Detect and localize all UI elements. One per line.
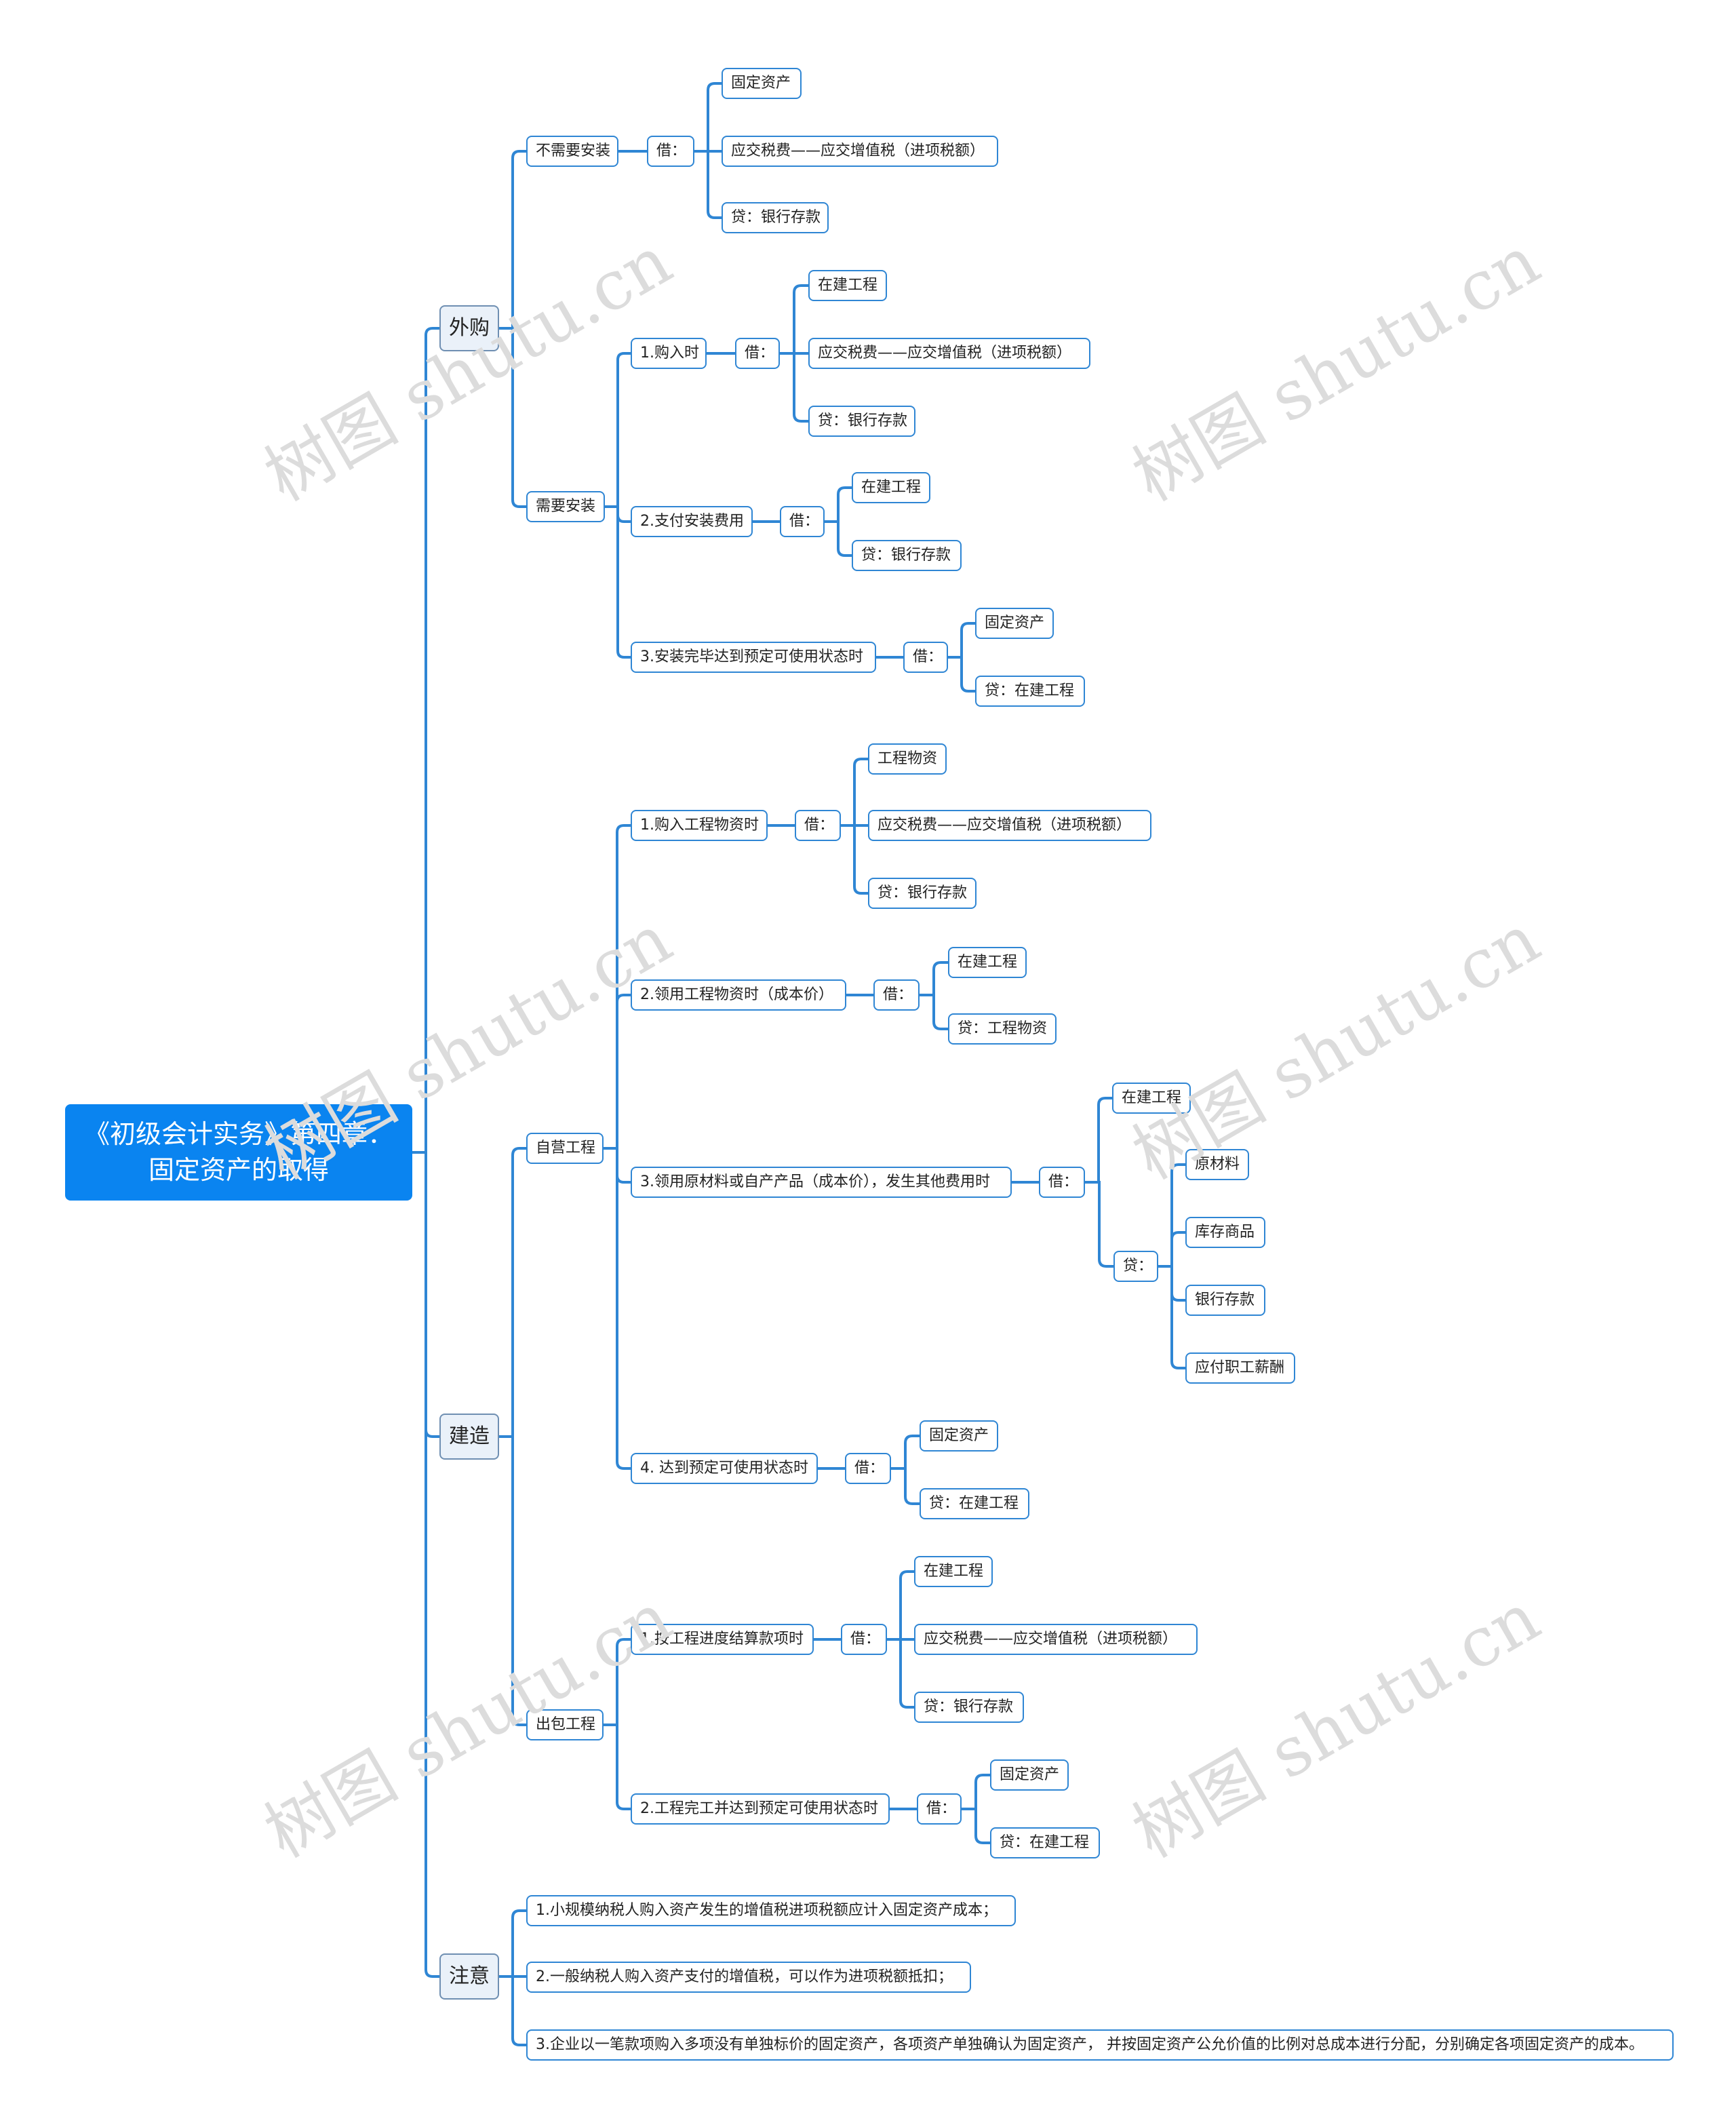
connector-line xyxy=(960,1774,991,1810)
connector-line xyxy=(411,1151,441,1978)
connector-line xyxy=(498,327,528,508)
connector-line xyxy=(602,824,632,1150)
credit-construction-in-progress[interactable]: 贷：在建工程 xyxy=(975,676,1085,707)
topic-no-install[interactable]: 不需要安装 xyxy=(526,136,618,167)
entry-vat-input[interactable]: 应交税费——应交增值税（进项税额） xyxy=(868,810,1151,841)
connector-line xyxy=(602,1638,632,1726)
step-use-materials[interactable]: 2.领用工程物资时（成本价） xyxy=(631,979,846,1011)
credit-bank-deposit[interactable]: 贷：银行存款 xyxy=(722,202,829,233)
entry-vat-input[interactable]: 应交税费——应交增值税（进项税额） xyxy=(914,1624,1198,1655)
entry-vat-input[interactable]: 应交税费——应交增值税（进项税额） xyxy=(722,136,998,167)
debit-label[interactable]: 借： xyxy=(1039,1167,1085,1198)
connector-line xyxy=(602,1147,632,1470)
entry-bank-deposit[interactable]: 银行存款 xyxy=(1185,1285,1265,1316)
connector-line xyxy=(840,824,869,895)
note-item[interactable]: 3.企业以一笔款项购入多项没有单独标价的固定资产，各项资产单独确认为固定资产， … xyxy=(526,2029,1674,2061)
note-item[interactable]: 2.一般纳税人购入资产支付的增值税，可以作为进项税额抵扣； xyxy=(526,1962,971,1993)
debit-label[interactable]: 借： xyxy=(841,1624,887,1655)
connector-line xyxy=(1084,1181,1115,1268)
step-purchase[interactable]: 1.购入时 xyxy=(631,338,707,369)
step-ready-for-use[interactable]: 4. 达到预定可使用状态时 xyxy=(631,1453,818,1484)
connector-line xyxy=(947,622,976,659)
connector-line xyxy=(604,505,632,659)
connector-line xyxy=(1084,1097,1113,1184)
debit-label[interactable]: 借： xyxy=(873,979,920,1011)
entry-fixed-assets[interactable]: 固定资产 xyxy=(990,1759,1069,1791)
credit-bank-deposit[interactable]: 贷：银行存款 xyxy=(868,878,976,909)
entry-fixed-assets[interactable]: 固定资产 xyxy=(722,68,802,99)
connector-line xyxy=(840,758,869,827)
entry-inventory-goods[interactable]: 库存商品 xyxy=(1185,1217,1265,1248)
root-topic[interactable]: 《初级会计实务》第四章：固定资产的取得 xyxy=(65,1104,412,1201)
branch-jianzao[interactable]: 建造 xyxy=(439,1414,499,1460)
connector-line xyxy=(890,1467,921,1505)
connector-line xyxy=(918,994,949,1030)
debit-label[interactable]: 借： xyxy=(780,506,825,537)
entry-vat-input[interactable]: 应交税费——应交增值税（进项税额） xyxy=(808,338,1090,369)
credit-construction-in-progress[interactable]: 贷：在建工程 xyxy=(920,1488,1029,1519)
credit-bank-deposit[interactable]: 贷：银行存款 xyxy=(914,1692,1024,1723)
connector-line xyxy=(947,656,976,693)
step-progress-settlement[interactable]: 1.按工程进度结算款项时 xyxy=(631,1624,814,1655)
credit-construction-in-progress[interactable]: 贷：在建工程 xyxy=(990,1827,1100,1858)
connector-line xyxy=(602,994,632,1150)
connector-line xyxy=(693,150,723,219)
topic-needs-install[interactable]: 需要安装 xyxy=(526,491,605,522)
step-use-raw-materials[interactable]: 3.领用原材料或自产产品（成本价），发生其他费用时 xyxy=(631,1167,1012,1198)
debit-label[interactable]: 借： xyxy=(845,1453,891,1484)
credit-bank-deposit[interactable]: 贷：银行存款 xyxy=(808,406,915,437)
entry-construction-in-progress[interactable]: 在建工程 xyxy=(948,947,1027,978)
step-project-complete[interactable]: 2.工程完工并达到预定可使用状态时 xyxy=(631,1793,890,1825)
credit-label[interactable]: 贷： xyxy=(1113,1251,1158,1282)
connector-line xyxy=(1157,1265,1187,1369)
connector-line xyxy=(602,1723,632,1810)
step-install-complete[interactable]: 3.安装完毕达到预定可使用状态时 xyxy=(631,642,876,673)
entry-payroll-payable[interactable]: 应付职工薪酬 xyxy=(1185,1352,1295,1384)
connector-line xyxy=(693,82,723,153)
entry-construction-in-progress[interactable]: 在建工程 xyxy=(852,472,930,503)
connector-line xyxy=(886,1570,915,1641)
credit-bank-deposit[interactable]: 贷：银行存款 xyxy=(852,540,962,571)
entry-raw-materials[interactable]: 原材料 xyxy=(1185,1149,1249,1180)
connector-line xyxy=(778,284,810,355)
debit-label[interactable]: 借： xyxy=(647,136,694,167)
connector-line xyxy=(960,1808,991,1844)
entry-fixed-assets[interactable]: 固定资产 xyxy=(975,608,1054,639)
connector-line xyxy=(886,1638,915,1709)
debit-label[interactable]: 借： xyxy=(795,810,841,841)
connector-line xyxy=(778,352,810,423)
entry-fixed-assets[interactable]: 固定资产 xyxy=(920,1420,998,1452)
connector-line xyxy=(823,520,853,557)
topic-self-construction[interactable]: 自营工程 xyxy=(526,1133,604,1164)
entry-project-materials[interactable]: 工程物资 xyxy=(868,743,947,775)
credit-project-materials[interactable]: 贷：工程物资 xyxy=(948,1013,1057,1045)
branch-waigou[interactable]: 外购 xyxy=(439,305,499,351)
step-pay-install-fee[interactable]: 2.支付安装费用 xyxy=(631,506,753,537)
connector-line xyxy=(498,1147,528,1438)
branch-zhuyi[interactable]: 注意 xyxy=(439,1953,499,2000)
connector-line xyxy=(498,150,528,330)
topic-contracted-construction[interactable]: 出包工程 xyxy=(526,1709,604,1740)
connector-line xyxy=(411,327,441,1154)
debit-label[interactable]: 借： xyxy=(903,642,948,673)
note-item[interactable]: 1.小规模纳税人购入资产发生的增值税进项税额应计入固定资产成本； xyxy=(526,1895,1016,1926)
connector-line xyxy=(498,1909,528,1978)
entry-construction-in-progress[interactable]: 在建工程 xyxy=(914,1556,993,1587)
connector-line xyxy=(890,1435,921,1470)
connector-line xyxy=(498,1435,528,1726)
connector-line xyxy=(1157,1163,1187,1268)
connector-line xyxy=(918,961,949,996)
entry-construction-in-progress[interactable]: 在建工程 xyxy=(1112,1083,1191,1114)
entry-construction-in-progress[interactable]: 在建工程 xyxy=(808,270,887,301)
debit-label[interactable]: 借： xyxy=(735,338,780,369)
connector-line xyxy=(823,486,853,523)
connector-line xyxy=(604,352,632,508)
connector-line xyxy=(1157,1231,1187,1268)
connector-line xyxy=(498,1975,528,2046)
debit-label[interactable]: 借： xyxy=(917,1793,962,1825)
step-buy-materials[interactable]: 1.购入工程物资时 xyxy=(631,810,768,841)
